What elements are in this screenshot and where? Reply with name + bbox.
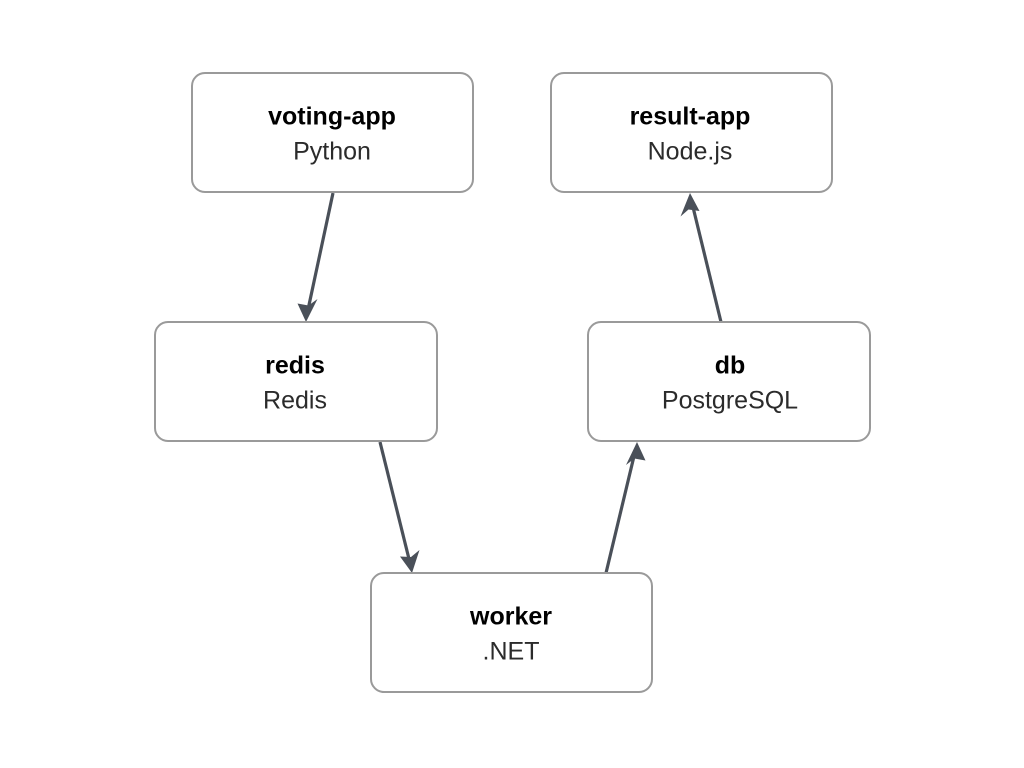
node-box[interactable] — [587, 321, 871, 442]
node-worker[interactable]: worker .NET — [370, 572, 653, 693]
edge-line — [604, 451, 637, 574]
node-subtitle: Node.js — [648, 138, 733, 166]
node-title: worker — [469, 603, 552, 631]
node-box[interactable] — [154, 321, 438, 442]
node-title: redis — [265, 352, 325, 380]
edge-voting-app-to-redis — [297, 192, 335, 322]
arrowhead-icon — [626, 442, 646, 465]
node-subtitle: Redis — [263, 387, 327, 415]
node-title: voting-app — [268, 103, 396, 131]
arrowhead-icon — [400, 550, 420, 573]
node-title: db — [715, 352, 746, 380]
node-subtitle: .NET — [483, 638, 540, 666]
node-result-app[interactable]: result-app Node.js — [550, 72, 833, 193]
edge-line — [690, 202, 723, 323]
edge-line — [305, 192, 335, 313]
edge-line — [378, 441, 412, 564]
edge-layer — [297, 192, 723, 574]
node-db[interactable]: db PostgreSQL — [587, 321, 871, 442]
node-box[interactable] — [550, 72, 833, 193]
node-box[interactable] — [370, 572, 653, 693]
arrowhead-icon — [680, 193, 700, 217]
node-title: result-app — [630, 103, 751, 131]
node-voting-app[interactable]: voting-app Python — [191, 72, 474, 193]
node-subtitle: PostgreSQL — [662, 387, 798, 415]
edge-worker-to-db — [604, 442, 646, 574]
node-box[interactable] — [191, 72, 474, 193]
edge-db-to-result-app — [680, 193, 723, 323]
edge-redis-to-worker — [378, 441, 420, 573]
node-layer: voting-app Python result-app Node.js red… — [154, 72, 871, 693]
arrowhead-icon — [297, 299, 318, 322]
node-redis[interactable]: redis Redis — [154, 321, 438, 442]
node-subtitle: Python — [293, 138, 371, 166]
